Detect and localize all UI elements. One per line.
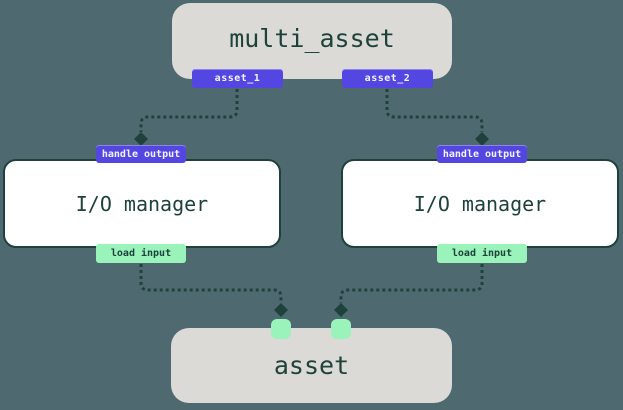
node-io-manager-right-label: I/O manager [413, 191, 547, 216]
handle-output-badge-right: handle output [437, 145, 527, 163]
edge-asset1-to-io-left [134, 89, 239, 146]
edge-asset2-to-io-right [385, 89, 489, 146]
node-io-manager-left-label: I/O manager [75, 191, 209, 216]
edge-line [139, 264, 283, 303]
load-input-badge-right: load input [437, 244, 527, 263]
load-input-badge-left-label: load input [110, 248, 172, 259]
edge-line [339, 264, 484, 303]
node-io-manager-left: I/O manager [3, 159, 281, 248]
handle-output-badge-left: handle output [96, 145, 186, 163]
diamond-arrowhead-icon [475, 132, 489, 146]
node-multi-asset-label: multi_asset [229, 23, 395, 53]
load-input-badge-left: load input [96, 244, 186, 263]
asset-input-handle-right [331, 319, 351, 339]
node-asset: asset [171, 328, 452, 403]
diamond-arrowhead-icon [334, 303, 348, 317]
edge-line [385, 89, 484, 132]
load-input-badge-right-label: load input [451, 248, 513, 259]
output-badge-asset-1-label: asset_1 [214, 73, 261, 84]
node-asset-label: asset [273, 351, 350, 380]
edge-io-right-to-asset [334, 264, 484, 317]
handle-output-badge-right-label: handle output [442, 148, 522, 160]
output-badge-asset-2-label: asset_2 [364, 73, 411, 84]
output-badge-asset-1: asset_1 [192, 69, 283, 88]
diamond-arrowhead-icon [134, 132, 148, 146]
diamond-arrowhead-icon [274, 303, 288, 317]
edge-line [139, 89, 239, 132]
output-badge-asset-2: asset_2 [342, 69, 433, 88]
edge-io-left-to-asset [139, 264, 288, 317]
node-multi-asset: multi_asset [172, 3, 452, 79]
handle-output-badge-left-label: handle output [101, 148, 181, 160]
asset-input-handle-left [271, 319, 291, 339]
